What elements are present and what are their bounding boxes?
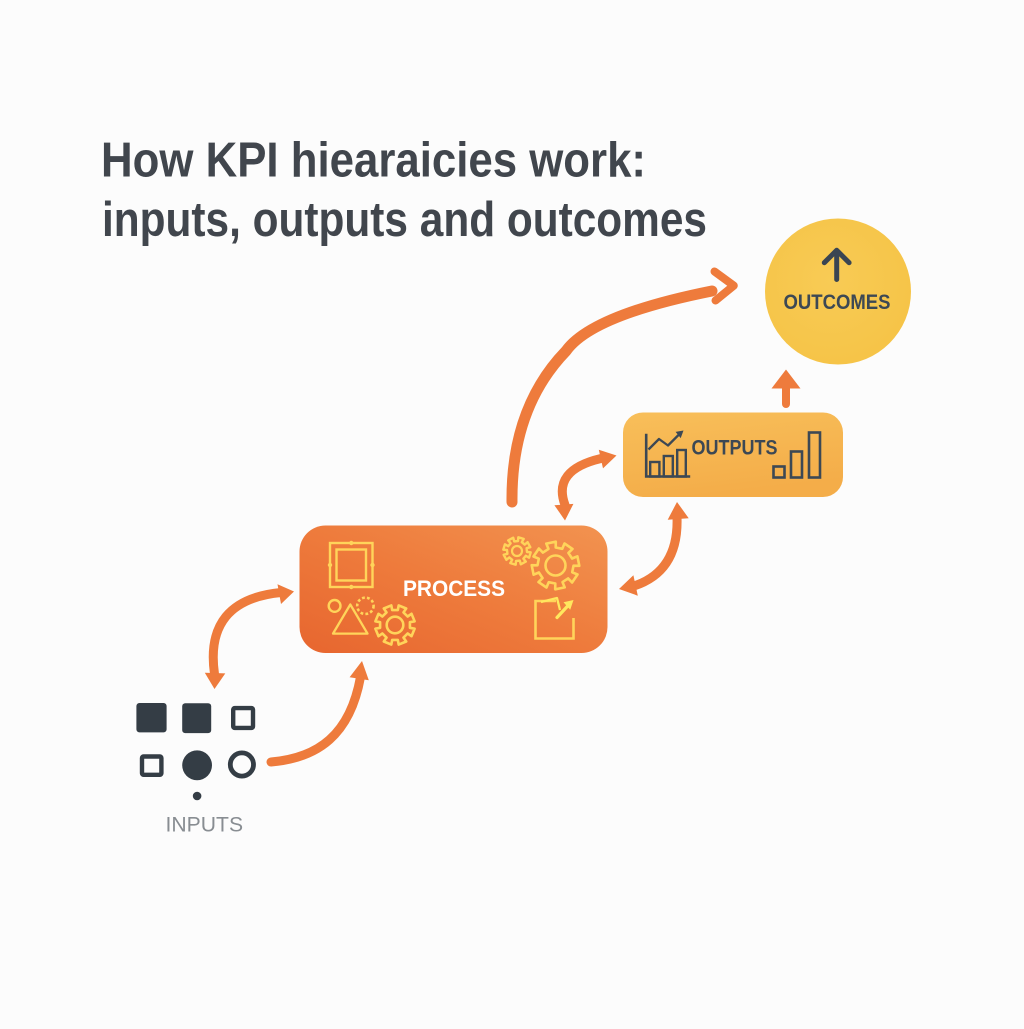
svg-text:How KPI hiearaicies work:: How KPI hiearaicies work: xyxy=(101,134,646,188)
svg-text:OUTPUTS: OUTPUTS xyxy=(692,436,778,460)
svg-text:INPUTS: INPUTS xyxy=(166,813,244,837)
svg-text:inputs, outputs and outcomes: inputs, outputs and outcomes xyxy=(102,193,707,247)
svg-text:PROCESS: PROCESS xyxy=(403,576,505,601)
svg-text:OUTCOMES: OUTCOMES xyxy=(784,290,891,314)
